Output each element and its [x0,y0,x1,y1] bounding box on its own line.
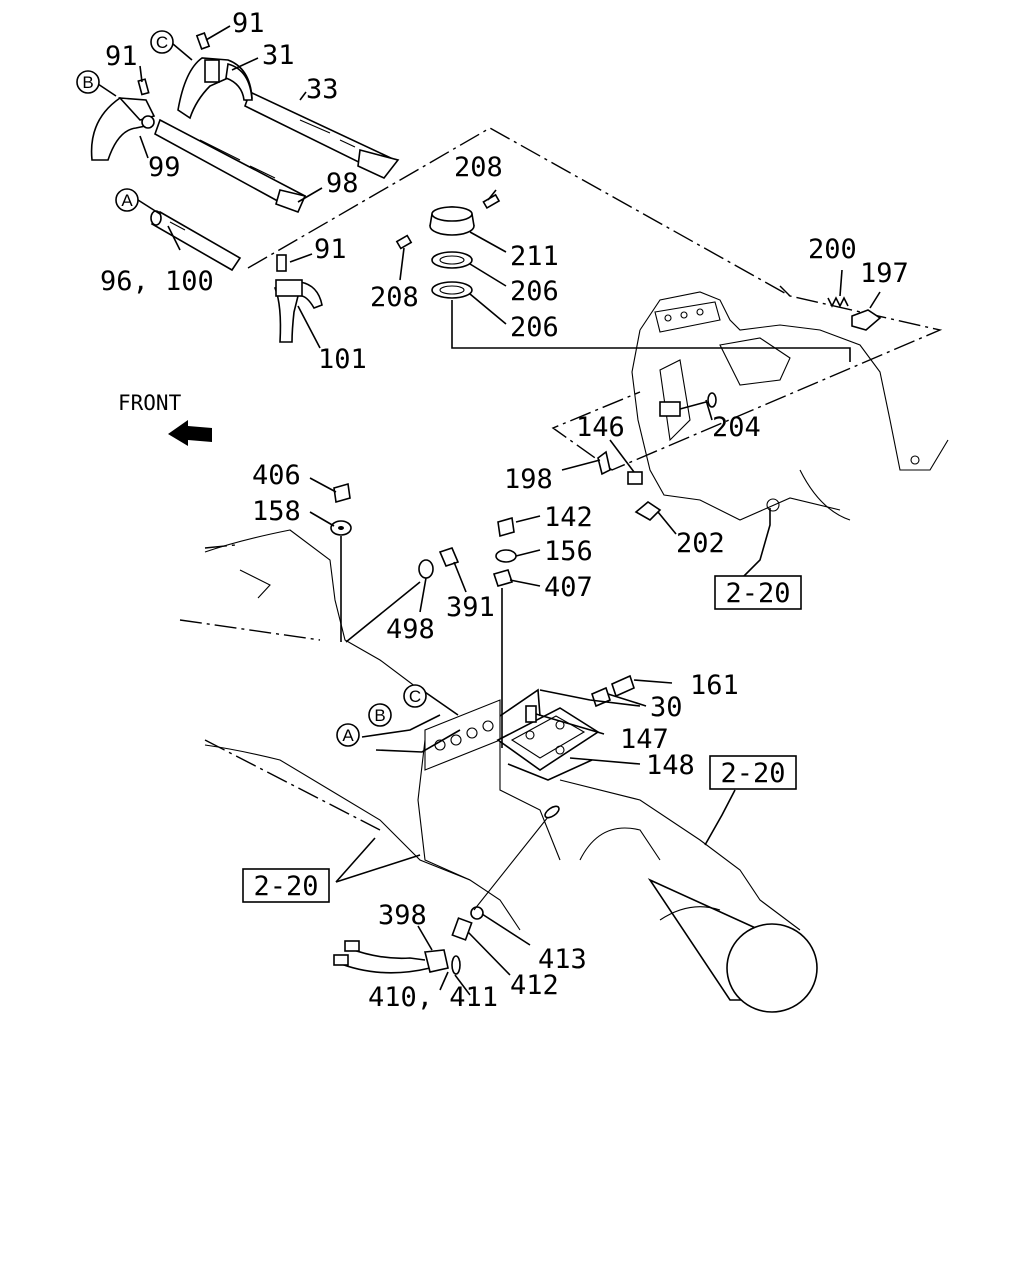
circle-marker-A-upper: A [115,188,139,212]
bolt-204 [659,392,717,417]
assembly-outline-upper [247,127,943,471]
label-30: 30 [650,692,683,723]
bolt-406 [333,482,351,504]
transmission-case-lower [204,529,801,931]
washer-156 [495,549,517,563]
circle-marker-C-lower: C [403,684,427,708]
label-156: 156 [544,536,593,567]
label-146: 146 [576,412,625,443]
label-33: 33 [306,74,339,105]
dowel-147 [525,705,537,723]
circle-C-lower-text: C [409,687,421,706]
washer-498 [418,559,434,579]
shift-rail-33 [244,90,400,179]
reference-left-text: 2-20 [253,871,318,902]
label-96-100: 96, 100 [100,266,214,297]
switch-harness-398 [333,940,449,974]
label-98: 98 [326,168,359,199]
clip-198 [597,450,611,476]
label-161: 161 [690,670,739,701]
label-91-c: 91 [314,234,347,265]
front-arrow-icon [168,420,212,446]
label-198: 198 [504,464,553,495]
circle-A-lower-text: A [342,726,354,745]
bolt-391 [438,547,460,567]
label-197: 197 [860,258,909,289]
reference-right-text: 2-20 [720,758,785,789]
washer-206a [431,251,473,269]
label-211: 211 [510,241,559,272]
circle-marker-C-upper: C [150,30,174,54]
output-shaft [647,878,818,1013]
label-406: 406 [252,460,301,491]
synchro-ring-211 [429,206,475,236]
label-204: 204 [712,412,761,443]
label-101: 101 [318,344,367,375]
shift-rail-98 [154,118,307,214]
circle-A-upper-text: A [121,191,133,210]
label-142: 142 [544,502,593,533]
washer-206b [431,281,473,299]
shift-fork-99 [90,97,156,161]
label-498: 498 [386,614,435,645]
circle-C-upper-text: C [156,33,168,52]
label-148: 148 [646,750,695,781]
reference-box-left[interactable]: 2-20 [242,868,330,903]
label-202: 202 [676,528,725,559]
assembly-outline-lower-left [179,544,381,831]
reference-box-upper[interactable]: 2-20 [714,575,802,610]
label-410-411: 410, 411 [368,982,498,1013]
circle-B-upper-text: B [82,73,93,92]
washer-158 [330,520,352,536]
ball-412 [451,917,473,941]
label-208-a: 208 [454,152,503,183]
leader-lines [97,25,881,996]
bolt-146 [627,471,643,485]
label-147: 147 [620,724,669,755]
label-391: 391 [446,592,495,623]
label-91-b: 91 [105,41,138,72]
transmission-housing-upper [631,291,949,521]
circle-marker-B-upper: B [76,70,100,94]
bolt-142 [497,516,515,538]
shift-rail-96-100 [150,210,242,272]
shift-fork-101 [273,279,323,343]
circle-marker-A-lower: A [336,723,360,747]
label-412: 412 [510,970,559,1001]
label-208-b: 208 [370,282,419,313]
shift-fork-31 [177,57,253,120]
circle-marker-B-lower: B [368,703,392,727]
detent-197 [851,309,882,331]
label-158: 158 [252,496,301,527]
label-200: 200 [808,234,857,265]
label-206-a: 206 [510,276,559,307]
label-407: 407 [544,572,593,603]
reference-box-right[interactable]: 2-20 [709,755,797,790]
circle-B-lower-text: B [374,706,385,725]
label-99: 99 [148,152,181,183]
clip-407 [492,569,514,587]
pin-parts-91 [137,32,287,272]
plug-202 [634,501,662,521]
part-labels: 91 91 31 33 99 98 96, 100 91 101 208 211… [100,8,909,1013]
ball-413 [470,906,484,920]
label-206-b: 206 [510,312,559,343]
label-91-a: 91 [232,8,265,39]
front-label: FRONT [118,391,182,415]
reference-upper-text: 2-20 [725,578,790,609]
label-413: 413 [538,944,587,975]
oring-410-411 [451,955,461,975]
label-31: 31 [262,40,295,71]
label-398: 398 [378,900,427,931]
spring-200 [827,296,849,308]
